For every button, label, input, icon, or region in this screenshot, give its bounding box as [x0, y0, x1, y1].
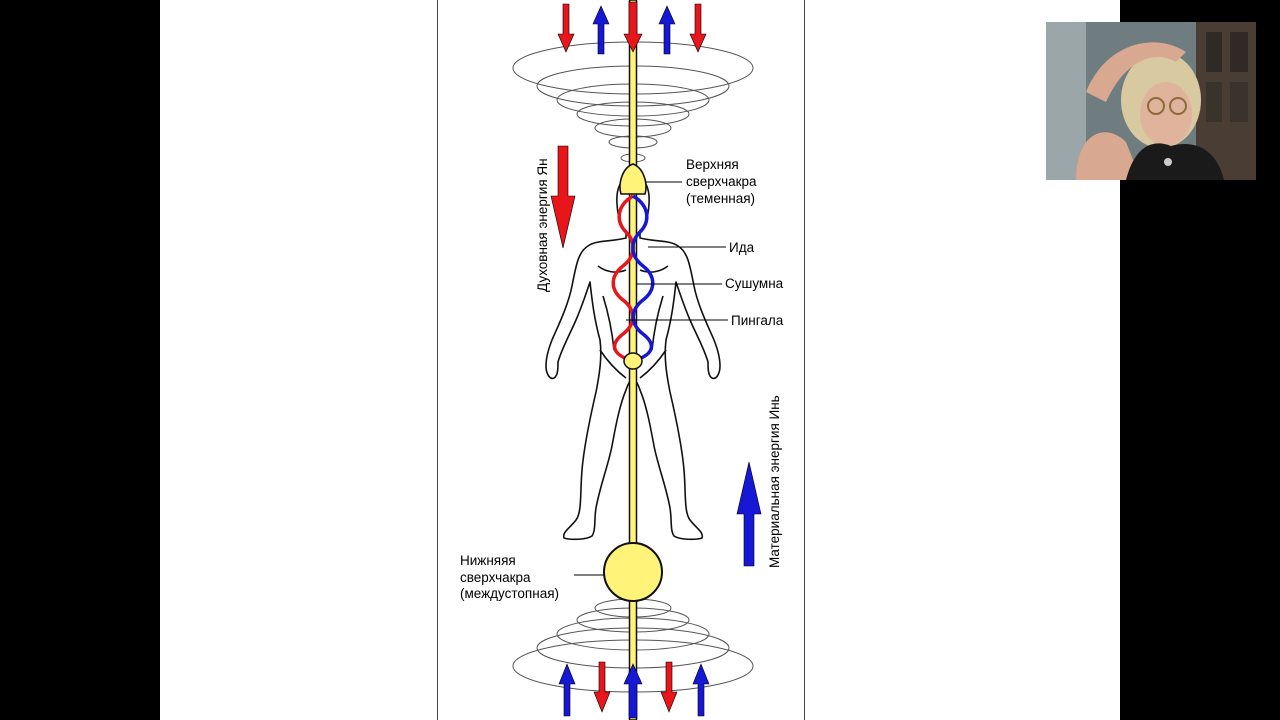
top-arrow-1 — [557, 3, 575, 53]
upper-chakra-label-1: Верхняя — [686, 157, 739, 172]
yin-arrow — [736, 461, 762, 567]
lower-chakra-label-3: (междустопная) — [460, 586, 559, 601]
bottom-arrow-3 — [623, 663, 643, 719]
upper-chakra-label-3: (теменная) — [686, 191, 755, 206]
yang-label: Духовная энергия Ян — [535, 158, 550, 292]
pingala-label: Пингала — [731, 313, 784, 328]
ida-label: Ида — [729, 240, 755, 255]
yin-label: Материальная энергия Инь — [767, 395, 782, 568]
top-arrow-4 — [658, 5, 676, 55]
upper-chakra-label-2: сверхчакра — [686, 174, 757, 189]
top-arrow-3 — [623, 1, 643, 53]
bottom-arrow-2 — [593, 661, 611, 713]
root-chakra — [623, 352, 643, 370]
top-arrow-5 — [689, 3, 707, 53]
bottom-arrow-5 — [692, 663, 710, 717]
top-arrows — [557, 1, 707, 55]
lower-chakra-label-2: сверхчакра — [460, 570, 531, 585]
bottom-arrow-4 — [660, 661, 678, 713]
bottom-arrows — [558, 661, 710, 719]
top-arrow-2 — [592, 5, 610, 55]
lower-chakra — [603, 542, 663, 602]
yang-arrow — [550, 145, 576, 249]
energy-diagram: Духовная энергия Ян Материальная энергия… — [437, 0, 805, 720]
lower-chakra-label-1: Нижняяя — [460, 553, 516, 568]
ida-channel — [631, 194, 655, 362]
slide: Духовная энергия Ян Материальная энергия… — [160, 0, 1120, 720]
upper-chakra — [619, 163, 647, 195]
webcam-overlay[interactable] — [1046, 22, 1256, 180]
sushumna-label: Сушумна — [725, 276, 784, 291]
bottom-arrow-1 — [558, 663, 576, 717]
presenter-video-icon — [1046, 22, 1256, 180]
pingala-channel — [611, 194, 635, 362]
